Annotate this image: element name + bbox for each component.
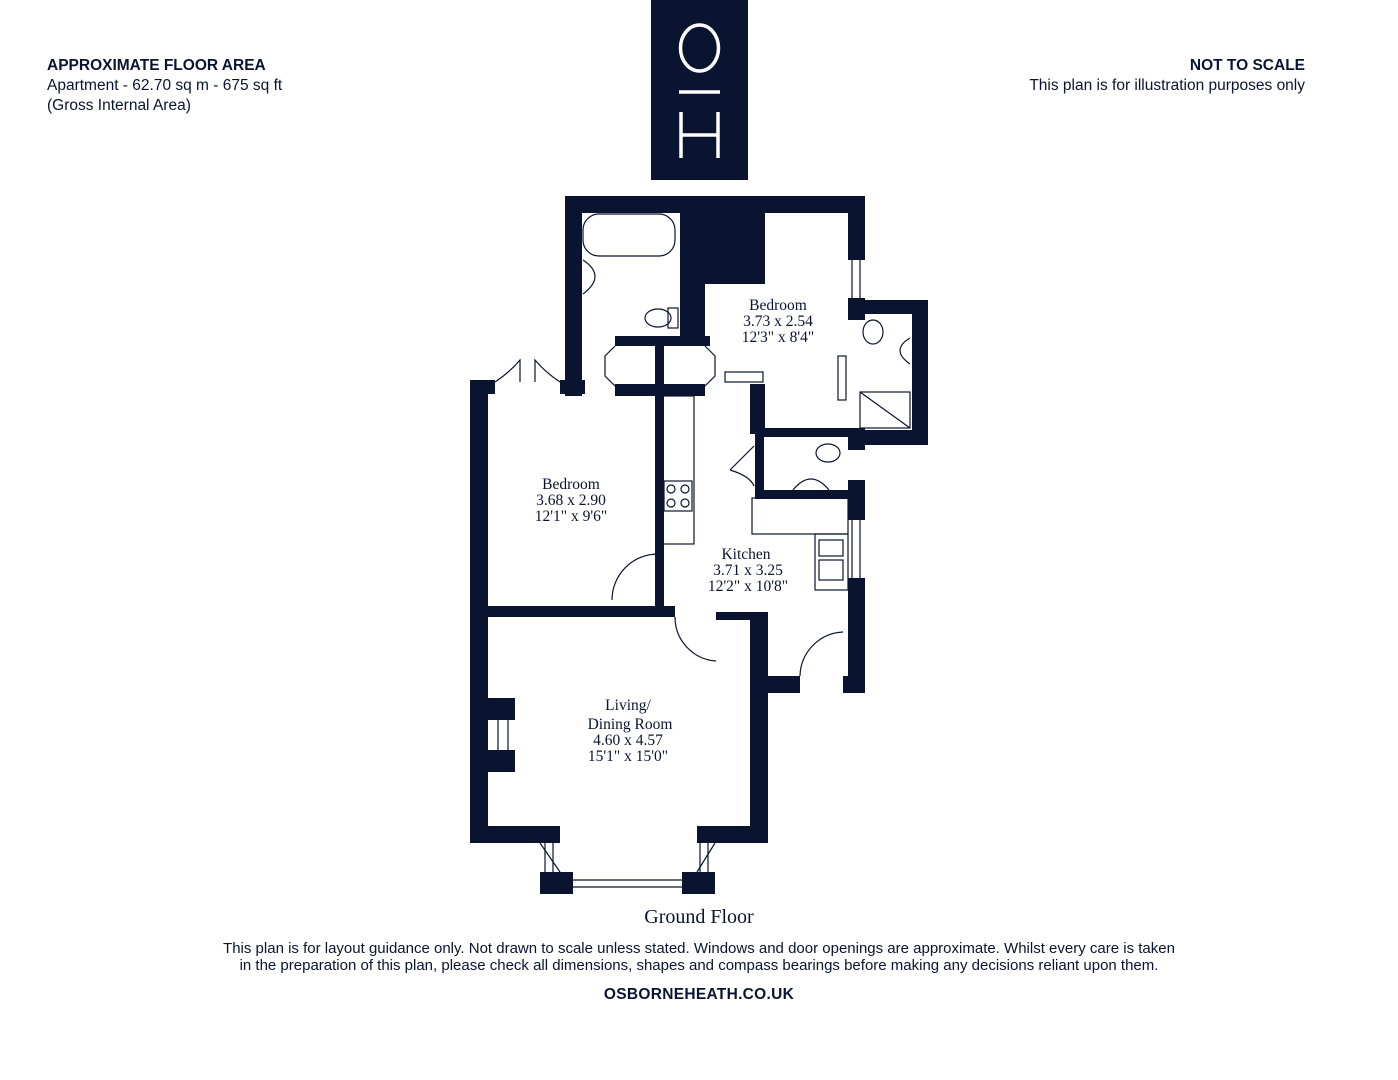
brand-logo xyxy=(651,0,748,180)
disclaimer-line: This plan is for layout guidance only. N… xyxy=(223,940,1175,957)
room-name: Kitchen xyxy=(721,546,770,563)
floor-title: Ground Floor xyxy=(644,906,754,928)
room-metric: 3.71 x 3.25 xyxy=(713,562,783,579)
room-metric: 4.60 x 4.57 xyxy=(593,732,663,749)
plan-walls xyxy=(470,196,928,894)
floor-area-note: (Gross Internal Area) xyxy=(47,97,191,114)
room-metric: 3.73 x 2.54 xyxy=(743,313,813,330)
scale-info: NOT TO SCALE This plan is for illustrati… xyxy=(1029,56,1305,96)
disclaimer-line: in the preparation of this plan, please … xyxy=(239,957,1159,974)
floor-area-info: APPROXIMATE FLOOR AREA Apartment - 62.70… xyxy=(47,56,282,116)
floor-area-value: Apartment - 62.70 sq m - 675 sq ft xyxy=(47,77,283,94)
disclaimer: This plan is for layout guidance only. N… xyxy=(0,940,1398,974)
room-name-line1: Living/ xyxy=(605,697,651,714)
room-name-line2: Dining Room xyxy=(588,716,673,733)
floor-area-title: APPROXIMATE FLOOR AREA xyxy=(47,57,266,74)
plan-fixtures xyxy=(494,213,911,888)
room-metric: 3.68 x 2.90 xyxy=(536,492,606,509)
logo-icon xyxy=(678,23,721,158)
room-imperial: 15'1" x 15'0" xyxy=(588,748,668,765)
room-labels: Bedroom 3.73 x 2.54 12'3" x 8'4" Bedroom… xyxy=(535,297,815,765)
room-imperial: 12'2" x 10'8" xyxy=(708,578,788,595)
room-name: Bedroom xyxy=(542,476,600,493)
room-imperial: 12'3" x 8'4" xyxy=(742,329,815,346)
scale-note: This plan is for illustration purposes o… xyxy=(1029,77,1305,94)
room-imperial: 12'1" x 9'6" xyxy=(535,508,608,525)
website-link[interactable]: OSBORNEHEATH.CO.UK xyxy=(603,986,795,1003)
scale-title: NOT TO SCALE xyxy=(1189,57,1305,74)
room-name: Bedroom xyxy=(749,297,807,314)
